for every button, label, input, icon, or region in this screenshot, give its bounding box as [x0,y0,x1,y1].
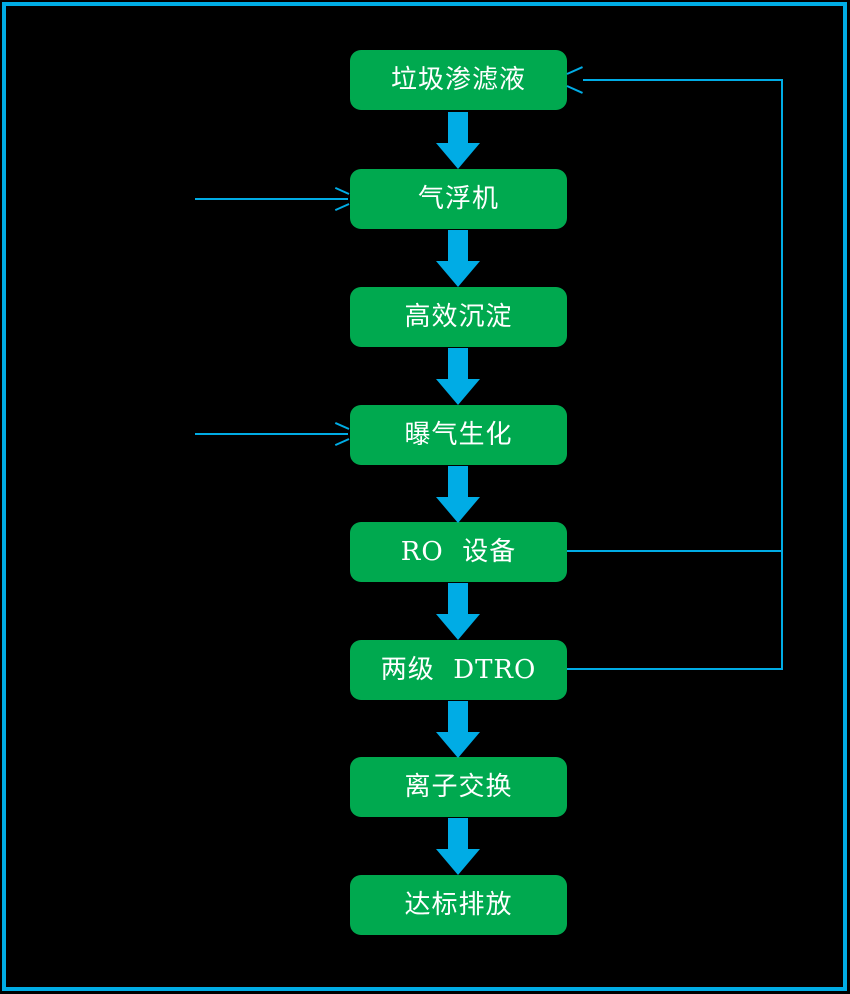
arrow-head-down-icon [436,614,480,640]
node-ro[interactable]: RO 设备 [350,522,567,582]
flow-arrow-aeration-to-ro [436,466,480,523]
arrow-shaft [448,701,468,734]
node-label: 曝气生化 [404,420,513,450]
arrow-shaft [448,818,468,851]
node-label: 离子交换 [404,772,513,802]
return-line-vertical-bus [781,79,783,670]
node-ion-exchange[interactable]: 离子交换 [350,757,567,817]
flow-arrow-ion-exchange-to-discharge [436,818,480,875]
node-label: RO 设备 [400,537,517,567]
arrow-shaft [448,466,468,499]
node-label: 两级 DTRO [380,655,537,685]
node-discharge[interactable]: 达标排放 [350,875,567,935]
node-aeration[interactable]: 曝气生化 [350,405,567,465]
arrow-head-right-icon [334,193,348,205]
connector-line [195,433,348,435]
arrow-shaft [448,112,468,145]
return-line-to-leachate-horizontal [583,79,783,81]
arrow-head-down-icon [436,849,480,875]
arrow-head-down-icon [436,143,480,169]
flow-arrow-flotation-to-sedimentation [436,230,480,287]
node-flotation[interactable]: 气浮机 [350,169,567,229]
node-sedimentation[interactable]: 高效沉淀 [350,287,567,347]
arrow-head-down-icon [436,379,480,405]
return-line-dtro-horizontal [567,668,783,670]
node-dtro[interactable]: 两级 DTRO [350,640,567,700]
arrow-head-down-icon [436,732,480,758]
arrow-head-down-icon [436,497,480,523]
node-leachate[interactable]: 垃圾渗滤液 [350,50,567,110]
arrow-shaft [448,583,468,616]
input-arrow-aeration [195,428,350,440]
arrow-shaft [448,348,468,381]
node-label: 垃圾渗滤液 [390,65,526,95]
node-label: 达标排放 [404,890,513,920]
connector-line [195,198,348,200]
return-line-ro-horizontal [567,550,783,552]
flow-arrow-sedimentation-to-aeration [436,348,480,405]
input-arrow-flotation [195,193,350,205]
arrow-head-left-icon [568,73,584,87]
arrow-head-right-icon [334,428,348,440]
node-label: 气浮机 [417,184,499,214]
arrow-shaft [448,230,468,263]
flow-arrow-ro-to-dtro [436,583,480,640]
flow-arrow-leachate-to-flotation [436,112,480,169]
arrow-head-down-icon [436,261,480,287]
node-label: 高效沉淀 [404,302,513,332]
flow-arrow-dtro-to-ion-exchange [436,701,480,758]
